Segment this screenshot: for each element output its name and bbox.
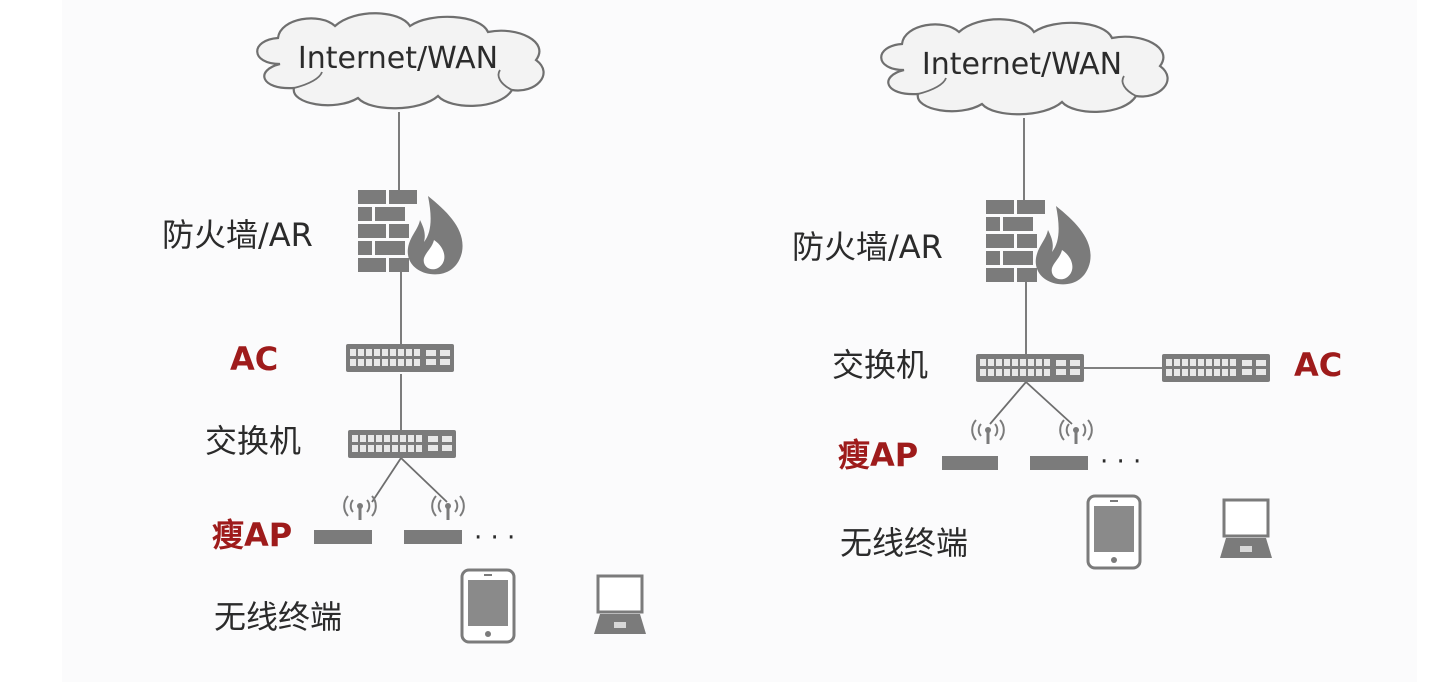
terminal-label: 无线终端 (840, 524, 968, 562)
signal-icon (1059, 419, 1093, 445)
left-topology: Internet/WAN 防火墙/AR AC 交换机 · · · 瘦AP 无线终… (162, 12, 648, 644)
diagram-background (62, 0, 1417, 682)
link-switch-ap2 (400, 457, 448, 503)
cloud-label: Internet/WAN (298, 41, 498, 76)
link-switch-ap1 (371, 457, 402, 503)
laptop-icon (1218, 498, 1274, 560)
firewall-label: 防火墙/AR (162, 216, 313, 254)
ac-label: AC (230, 340, 278, 378)
cloud-label: Internet/WAN (922, 47, 1122, 82)
ap-label: 瘦AP (212, 516, 292, 554)
switch-device-icon (348, 430, 456, 458)
signal-icon (431, 495, 465, 521)
ellipsis: · · · (474, 523, 515, 553)
ap-device-icon (1030, 456, 1088, 470)
ac-device-icon (1162, 354, 1270, 382)
switch-device-icon (976, 354, 1084, 382)
link-switch-ap1 (989, 381, 1027, 425)
switch-label: 交换机 (205, 422, 301, 460)
ap-label: 瘦AP (838, 436, 918, 474)
phone-icon (460, 568, 516, 644)
ap-device-icon (314, 530, 372, 544)
firewall-icon (986, 200, 1091, 285)
phone-icon (1086, 494, 1142, 570)
ap-device-icon (404, 530, 462, 544)
ellipsis: · · · (1100, 447, 1141, 477)
signal-icon (343, 495, 377, 521)
ac-label: AC (1294, 346, 1342, 384)
signal-icon (971, 419, 1005, 445)
firewall-label: 防火墙/AR (792, 228, 943, 266)
switch-label: 交换机 (832, 346, 928, 384)
terminal-label: 无线终端 (214, 598, 342, 636)
ac-device-icon (346, 344, 454, 372)
right-topology: Internet/WAN 防火墙/AR 交换机 AC · · · 瘦AP 无线终… (792, 18, 1342, 570)
ap-device-icon (942, 456, 998, 470)
firewall-icon (358, 190, 463, 275)
link-switch-ap2 (1025, 381, 1073, 425)
laptop-icon (592, 574, 648, 636)
